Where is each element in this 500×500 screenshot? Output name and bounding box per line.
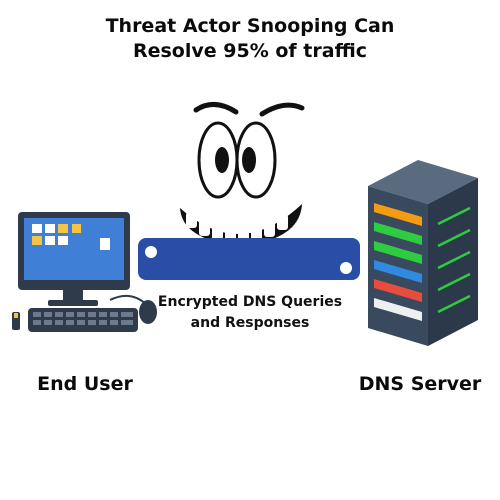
pipe-body (138, 238, 360, 280)
left-eyebrow (193, 102, 239, 115)
desktop-computer-icon (12, 212, 157, 332)
keyboard-keys (33, 312, 133, 325)
diagram-title: Threat Actor Snooping Can Resolve 95% of… (0, 14, 500, 64)
encrypted-pipe (138, 238, 360, 280)
mouse (139, 300, 157, 324)
end-user-label: End User (37, 373, 133, 395)
server-side-leds (437, 206, 471, 314)
right-pupil (242, 147, 256, 173)
server-top (368, 160, 478, 204)
server-units (374, 203, 422, 321)
right-eyebrow (259, 102, 305, 117)
monitor-neck (63, 290, 83, 302)
grin-teeth (186, 212, 288, 242)
server-rack-icon (368, 160, 478, 346)
title-line-2: Resolve 95% of traffic (132, 40, 368, 62)
screen-windows (32, 224, 110, 250)
pipe-label: Encrypted DNS Queries and Responses (120, 292, 380, 334)
dns-server-label: DNS Server (358, 373, 482, 395)
monitor-stand (48, 300, 98, 306)
pipe-label-line-1: Encrypted DNS Queries (157, 294, 343, 310)
title-line-1: Threat Actor Snooping Can (105, 15, 395, 37)
left-pupil (215, 147, 229, 173)
pipe-bolt-right (340, 262, 352, 274)
snooping-face-icon (180, 102, 305, 246)
pipe-bolt-left (145, 246, 157, 258)
server-side (428, 178, 478, 346)
pipe-label-line-2: and Responses (190, 315, 310, 331)
